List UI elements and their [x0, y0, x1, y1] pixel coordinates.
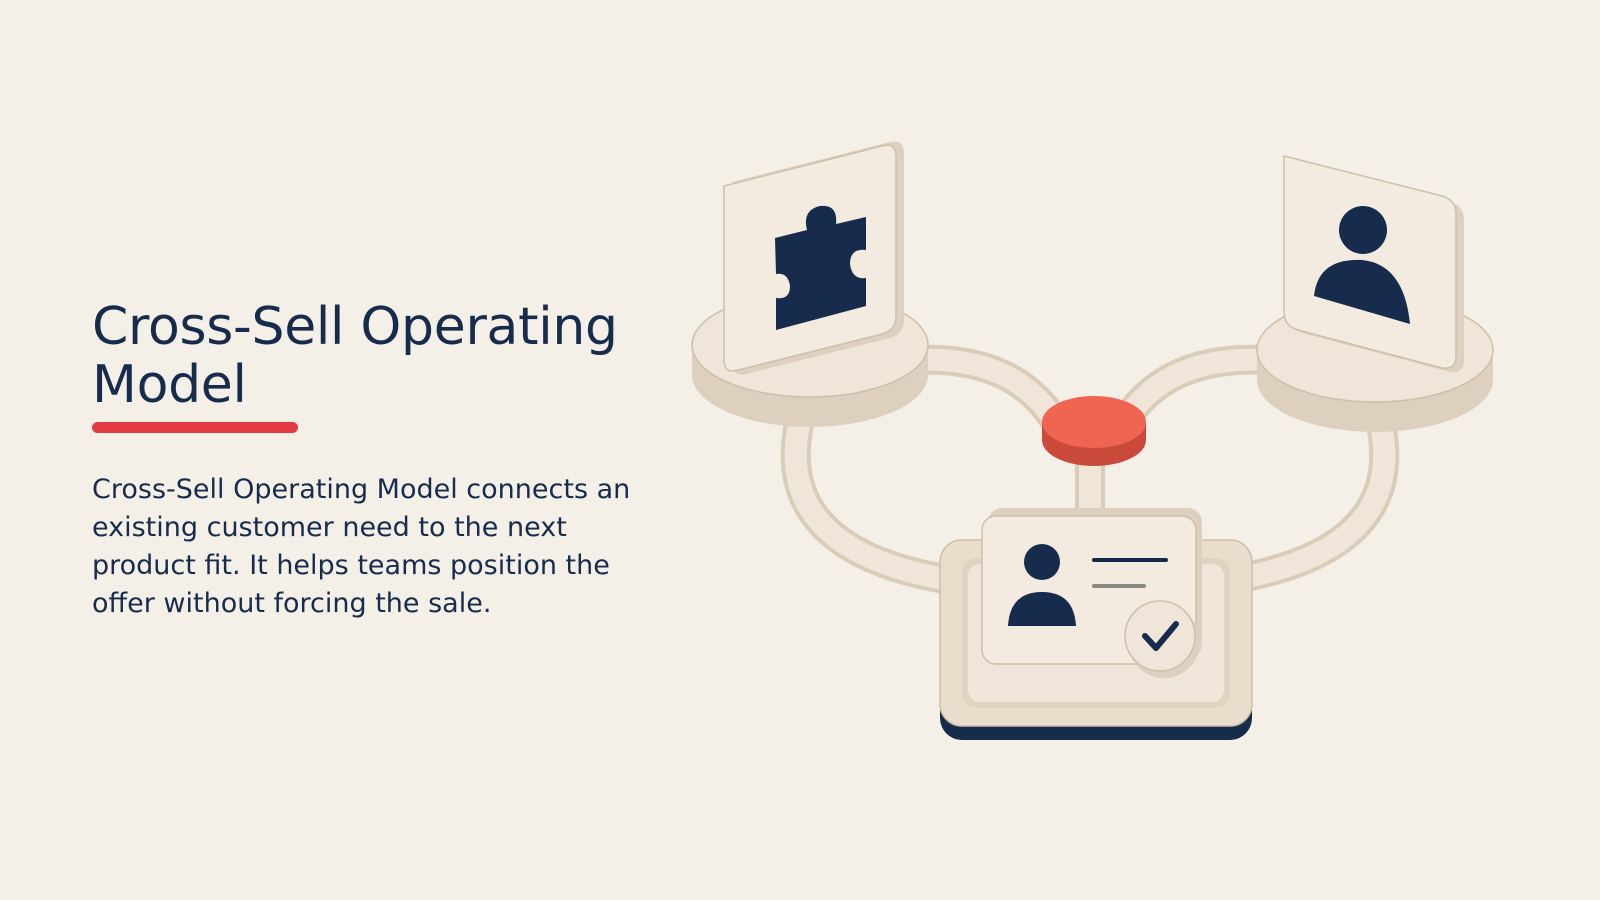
puzzle-piece-icon [775, 205, 866, 330]
user-icon [1314, 206, 1410, 324]
title-underline [92, 422, 298, 433]
user-tile [1283, 155, 1464, 373]
slide-title: Cross-Sell Operating Model [92, 297, 618, 415]
puzzle-tile [723, 141, 904, 375]
connector-node [1042, 396, 1146, 466]
check-icon [1142, 621, 1179, 651]
slide-body: Cross-Sell Operating Model connects an e… [92, 474, 631, 619]
check-badge [1124, 600, 1200, 678]
cross-sell-illustration [691, 141, 1494, 740]
text-block: Cross-Sell Operating Model Cross-Sell Op… [92, 298, 652, 623]
id-card-icon [1008, 544, 1076, 626]
connector-tubes [780, 344, 1400, 595]
